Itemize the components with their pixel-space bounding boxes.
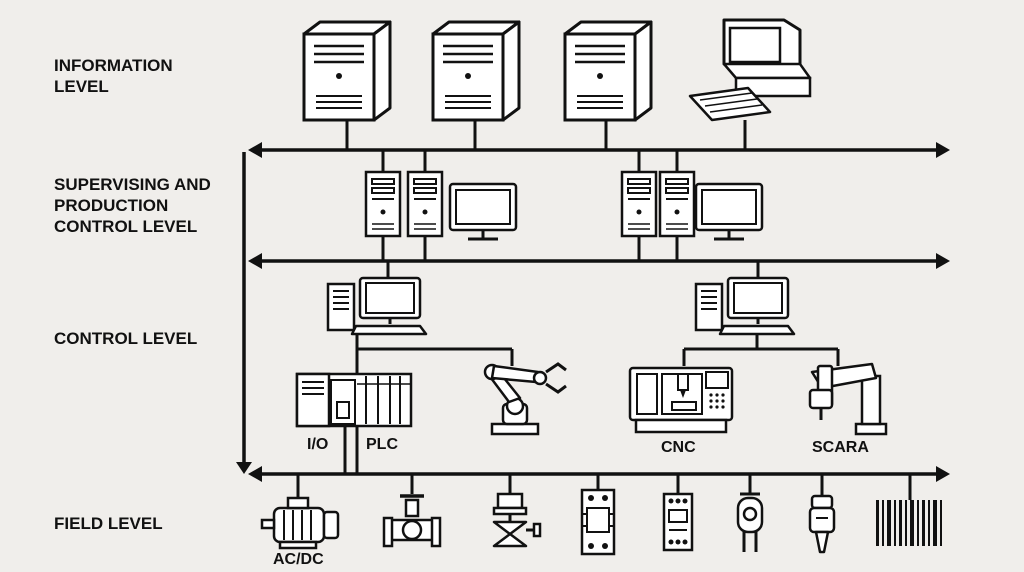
desktop-computer-icon	[688, 18, 812, 122]
vertical-backbone	[236, 152, 252, 474]
information-bus	[248, 142, 950, 158]
barcode-icon	[876, 500, 942, 546]
workstation-icon	[620, 170, 764, 241]
workstation-icon	[364, 170, 518, 241]
server-icon	[302, 20, 392, 122]
cnc-label: CNC	[661, 439, 696, 456]
plc-icon	[295, 372, 413, 428]
relay-icon	[580, 488, 616, 556]
server-icon	[563, 20, 653, 122]
robot-arm-icon	[483, 362, 567, 436]
io-label: I/O	[307, 436, 329, 453]
field-level-label: FIELD LEVEL	[54, 514, 163, 533]
cnc-machine-icon	[628, 366, 734, 434]
valve-icon	[382, 494, 442, 548]
scara-label: SCARA	[812, 439, 869, 456]
motor-label: AC/DC	[273, 551, 324, 568]
probe-sensor-icon	[808, 494, 836, 554]
proximity-sensor-icon	[736, 492, 764, 552]
control-valve-icon	[492, 492, 542, 548]
control-workstation-icon	[694, 276, 796, 336]
control-workstation-icon	[326, 276, 428, 336]
supervising-bus	[248, 253, 950, 269]
server-icon	[431, 20, 521, 122]
motor-icon	[260, 496, 340, 550]
supervising-level-label: SUPERVISING AND PRODUCTION CONTROL LEVEL	[54, 175, 211, 236]
meter-module-icon	[662, 492, 694, 552]
scara-robot-icon	[808, 362, 888, 436]
control-level-label: CONTROL LEVEL	[54, 329, 198, 348]
plc-label: PLC	[366, 436, 398, 453]
information-level-label: INFORMATION LEVEL	[54, 56, 173, 96]
